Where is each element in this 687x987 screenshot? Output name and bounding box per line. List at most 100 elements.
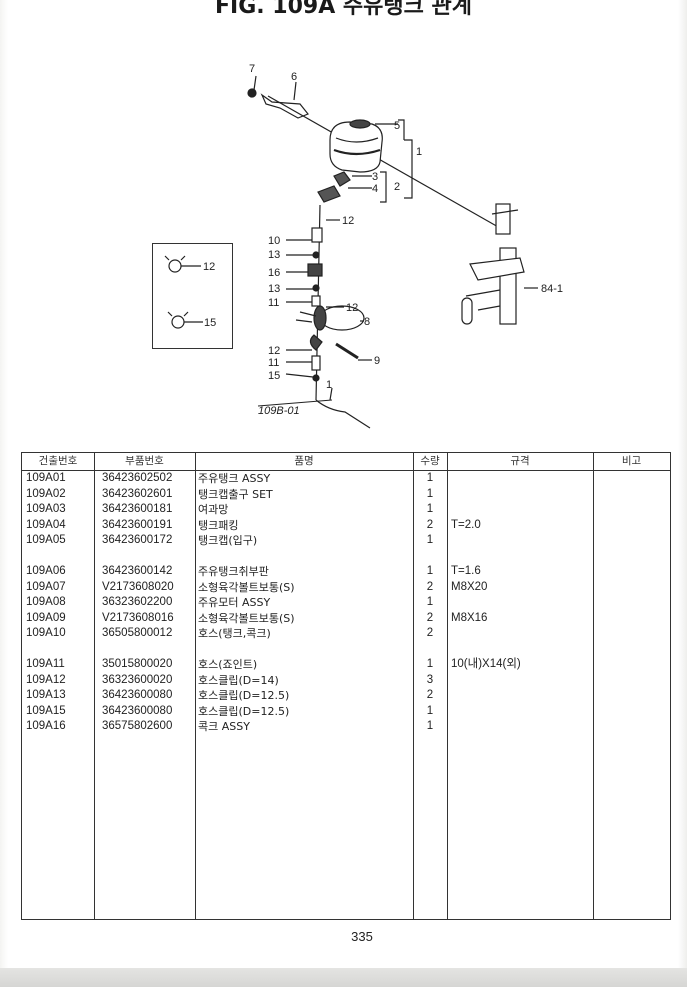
part-no-cell: 36323600020	[102, 673, 173, 686]
bolt-part	[247, 88, 257, 98]
quantity-cell: 3	[426, 673, 434, 686]
part-name-cell: 주유모터 ASSY	[198, 596, 271, 609]
header-item-no: 건출번호	[38, 455, 78, 467]
table-row: 109A11 35015800020 호스(죠인트) 1 10(내)X14(외)	[22, 657, 670, 673]
column-divider	[94, 453, 95, 919]
spec-cell: T=1.6	[451, 565, 481, 577]
quantity-cell: 1	[426, 658, 434, 670]
item-no-cell: 109A13	[26, 689, 66, 701]
callout-11-a: 11	[268, 297, 279, 309]
part-name-cell: 소형육각볼트보통(S)	[198, 611, 295, 625]
part-no-cell: 36423602502	[102, 472, 173, 484]
wire-part	[335, 342, 359, 360]
item-no-cell: 109A11	[26, 658, 65, 670]
part-no-cell: 36423600142	[102, 565, 173, 577]
part-no-cell: 36575802600	[102, 720, 173, 732]
part-no-cell: 36423600191	[102, 518, 173, 531]
quantity-cell: 1	[426, 704, 434, 717]
quantity-cell: 2	[426, 580, 434, 593]
table-row: 109A13 36423600080 호스클립(D=12.5) 2	[22, 688, 670, 704]
spec-cell: M8X20	[451, 580, 488, 593]
part-name-cell: 호스(탱크,콕크)	[198, 627, 271, 640]
inset-callout-12: 12	[203, 261, 215, 273]
quantity-cell: 2	[426, 689, 434, 701]
callout-84-1: 84-1	[541, 283, 563, 295]
callout-12-b: 12	[346, 302, 358, 314]
callout-5: 5	[394, 120, 400, 132]
item-no-cell: 109A08	[26, 596, 66, 608]
callout-8: 8	[364, 316, 370, 328]
part-name-cell: 여과망	[198, 503, 229, 516]
quantity-cell: 2	[426, 627, 434, 639]
fuel-tank-part	[329, 121, 383, 173]
table-row: 109A07 V2173608020 소형육각볼트보통(S) 2 M8X20	[22, 580, 670, 596]
part-name-cell: 호스클립(D=12.5)	[198, 704, 290, 718]
inset-callout-15: 15	[204, 317, 216, 329]
column-divider	[195, 453, 196, 919]
callout-4: 4	[372, 183, 378, 195]
part-name-cell: 호스클립(D=14)	[198, 673, 279, 687]
lead-label: 1	[326, 379, 332, 391]
spec-cell: 10(내)X14(외)	[451, 658, 521, 670]
hose-clip-12-icon	[168, 259, 182, 273]
part-no-cell: 36423600080	[102, 704, 173, 717]
callout-11-b: 11	[268, 357, 279, 369]
callout-7: 7	[249, 63, 255, 75]
table-header: 건출번호 부품번호 품명 수량 규격 비고	[22, 453, 670, 471]
header-quantity: 수량	[420, 455, 440, 467]
part-no-cell: V2173608016	[102, 611, 174, 624]
packing-part	[317, 185, 341, 203]
callout-13-a: 13	[268, 249, 280, 261]
item-no-cell: 109A05	[26, 534, 66, 546]
item-no-cell: 109A02	[26, 487, 66, 500]
item-no-cell: 109A07	[26, 580, 66, 593]
part-no-cell: 36423600080	[102, 689, 173, 701]
spec-cell: T=2.0	[451, 518, 481, 531]
callout-1: 1	[416, 146, 422, 158]
part-name-cell: 탱크캡출구 SET	[198, 487, 273, 501]
quantity-cell: 1	[426, 720, 434, 732]
callout-6: 6	[291, 71, 297, 83]
scan-edge	[0, 968, 687, 987]
part-name-cell: 주유탱크취부판	[198, 565, 269, 578]
callout-16: 16	[268, 267, 280, 279]
header-part-name: 품명	[294, 455, 314, 467]
header-spec: 규격	[510, 455, 530, 467]
part-no-cell: 36505800012	[102, 627, 173, 639]
part-no-cell: 36423600181	[102, 503, 173, 515]
callout-12-c: 12	[268, 345, 280, 357]
hose-clip-15-icon	[171, 315, 185, 329]
part-name-cell: 호스(죠인트)	[198, 658, 258, 671]
item-no-cell: 109A16	[26, 720, 66, 732]
callout-15: 15	[268, 370, 280, 382]
part-no-cell: V2173608020	[102, 580, 174, 593]
part-name-cell: 주유탱크 ASSY	[198, 472, 271, 485]
column-divider	[447, 453, 448, 919]
inset-detail-box: 12 15	[152, 243, 233, 349]
filter-part	[333, 171, 351, 187]
quantity-cell: 2	[426, 611, 434, 624]
part-no-cell: 35015800020	[102, 658, 173, 670]
item-no-cell: 109A04	[26, 518, 66, 531]
page-number: 335	[351, 929, 373, 944]
part-name-cell: 소형육각볼트보통(S)	[198, 580, 295, 594]
part-name-cell: 호스클립(D=12.5)	[198, 689, 290, 702]
reference-label: 109B-01	[258, 405, 300, 417]
part-no-cell: 36323602200	[102, 596, 173, 608]
part-no-cell: 36423600172	[102, 534, 173, 546]
callout-10: 10	[268, 235, 280, 247]
item-no-cell: 109A06	[26, 565, 66, 577]
